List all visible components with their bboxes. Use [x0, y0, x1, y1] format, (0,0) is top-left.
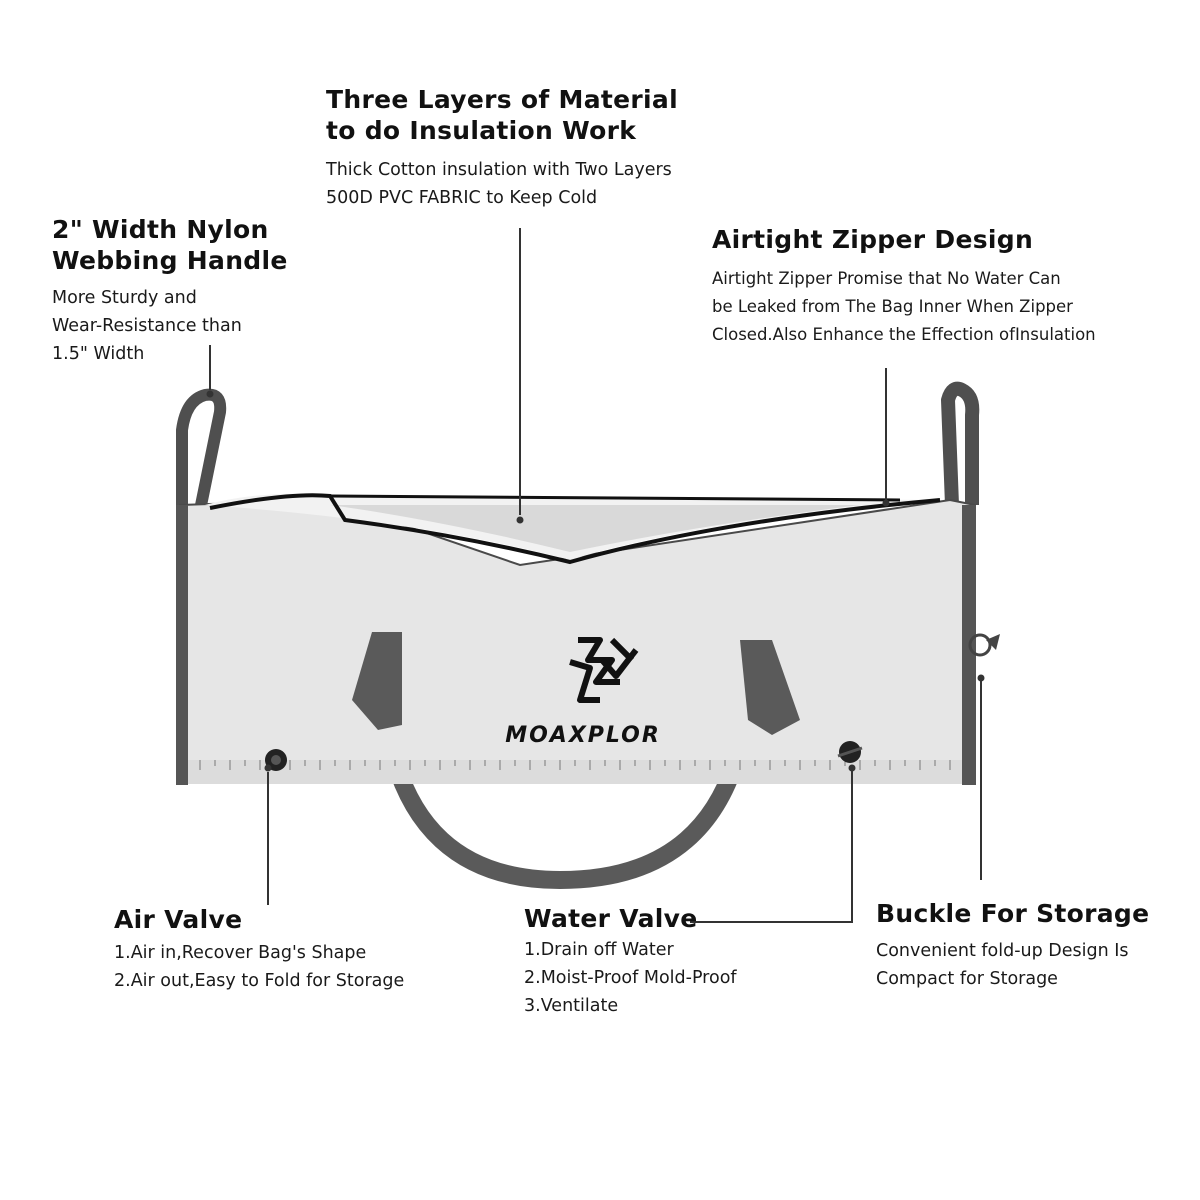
ruler-ticks — [199, 760, 951, 770]
callout-air-valve-title: Air Valve — [114, 905, 243, 934]
callout-zipper-title: Airtight Zipper Design — [712, 225, 1034, 254]
right-side-handle — [941, 381, 980, 506]
zipper-inner — [329, 494, 901, 502]
leader-water-valve — [690, 768, 853, 923]
leader-dots — [206, 390, 985, 772]
callout-buckle: Buckle For Storage Convenient fold-up De… — [876, 898, 1149, 993]
brand-logo-mark — [569, 637, 639, 703]
callout-buckle-title: Buckle For Storage — [876, 899, 1150, 928]
callout-air-valve: Air Valve 1.Air in,Recover Bag's Shape 2… — [114, 904, 404, 995]
callout-zipper-desc: Airtight Zipper Promise that No Water Ca… — [712, 269, 1096, 344]
callout-air-valve-desc: 1.Air in,Recover Bag's Shape 2.Air out,E… — [114, 943, 405, 991]
strap-attachment-right — [740, 640, 800, 735]
brand-logo-wordmark: MOAXPLOR — [505, 723, 661, 748]
carry-strap — [377, 711, 754, 890]
callout-insulation-title: Three Layers of Material to do Insulatio… — [326, 85, 678, 145]
callout-zipper: Airtight Zipper Design Airtight Zipper P… — [712, 224, 1096, 349]
leader-lines — [209, 228, 982, 923]
left-side-handle — [176, 388, 227, 522]
left-edge-trim — [176, 505, 188, 785]
bag-interior — [330, 505, 860, 552]
callout-handle-desc: More Sturdy and Wear-Resistance than 1.5… — [52, 288, 242, 364]
strap-attachment-left — [352, 632, 402, 730]
callout-water-valve-desc: 1.Drain off Water 2.Moist-Proof Mold-Pro… — [524, 940, 737, 1016]
callout-handle-title: 2" Width Nylon Webbing Handle — [52, 215, 288, 275]
callout-insulation-desc: Thick Cotton insulation with Two Layers … — [326, 160, 672, 208]
callout-handle: 2" Width Nylon Webbing Handle More Sturd… — [52, 214, 288, 368]
callout-water-valve: Water Valve 1.Drain off Water 2.Moist-Pr… — [524, 903, 737, 1020]
storage-buckle — [968, 633, 1000, 657]
callout-water-valve-title: Water Valve — [524, 904, 698, 933]
callout-insulation: Three Layers of Material to do Insulatio… — [326, 84, 678, 212]
zipper-outline — [209, 493, 941, 565]
callout-buckle-desc: Convenient fold-up Design Is Compact for… — [876, 941, 1129, 989]
